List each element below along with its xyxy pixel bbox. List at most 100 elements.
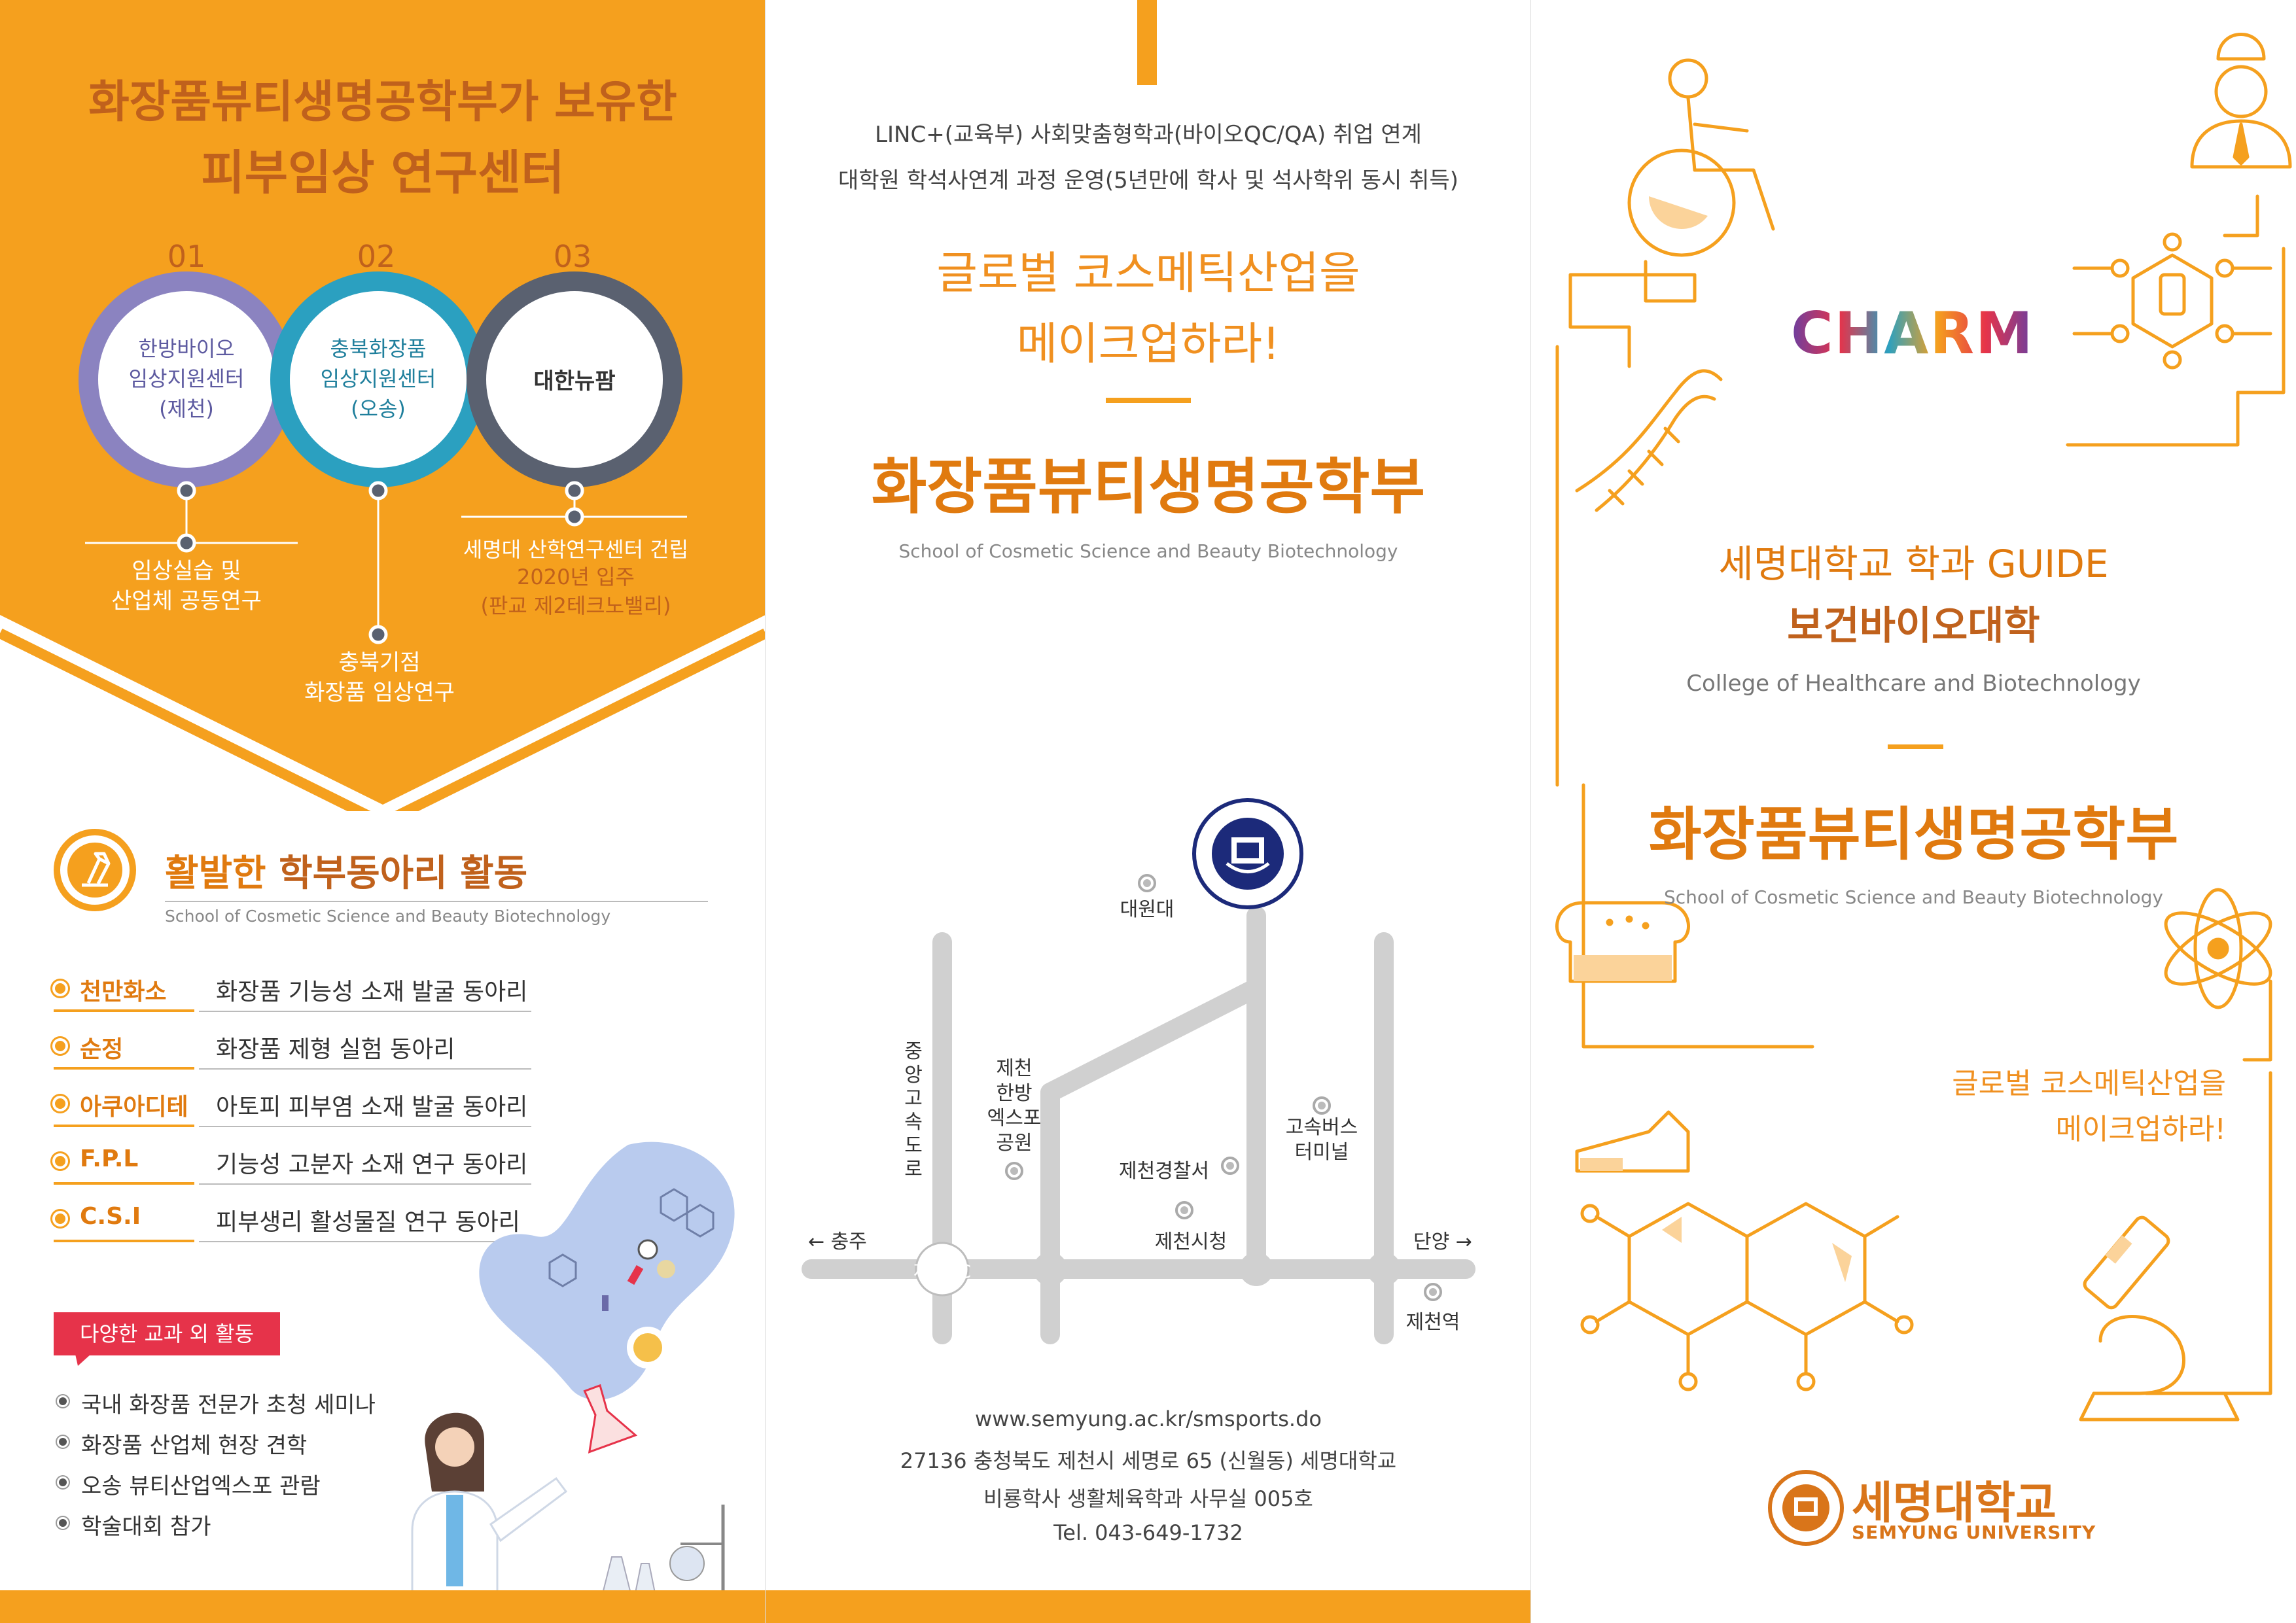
club-underline-accent <box>54 1067 194 1070</box>
center-number-02: 02 <box>357 239 396 274</box>
map-label-bus-terminal: 고속버스 터미널 <box>1285 1116 1358 1164</box>
club-title-accent: 활발한 <box>165 852 266 895</box>
activity-text: 오송 뷰티산업엑스포 관람 <box>81 1473 321 1499</box>
research-centers-diagram <box>79 271 687 644</box>
club-row: 천만화소 화장품 기능성 소재 발굴 동아리 <box>54 971 531 1029</box>
club-name: 천만화소 <box>80 979 167 1005</box>
telephone: Tel. 043-649-1732 <box>1053 1520 1243 1545</box>
club-underline <box>199 1126 531 1127</box>
slogan-line2: 메이크업하라! <box>1016 319 1280 370</box>
map-label-station: 제천역 <box>1405 1311 1460 1334</box>
list-item: 국내 화장품 전문가 초청 세미나 <box>54 1387 420 1427</box>
slogan-line2: 메이크업하라! <box>2055 1113 2226 1146</box>
label-move-in-2020: 2020년 입주 (판교 제2테크노밸리) <box>480 565 671 618</box>
club-name: 순정 <box>80 1036 124 1063</box>
list-item: 오송 뷰티산업엑스포 관람 <box>54 1468 420 1509</box>
sneaker-icon <box>1575 1110 1690 1173</box>
map-label-chungju: ← 충주 <box>808 1230 867 1253</box>
slogan-line1: 글로벌 코스메틱산업을 <box>936 248 1360 300</box>
university-logo-en: SEMYUNG UNIVERSITY <box>1852 1522 2096 1543</box>
charm-logo-text: CHARM <box>1791 300 2034 367</box>
club-desc: 아토피 피부염 소재 발굴 동아리 <box>216 1094 528 1121</box>
dept-subtitle: School of Cosmetic Science and Beauty Bi… <box>898 540 1398 562</box>
dept-title: 화장품뷰티생명공학부 <box>871 452 1426 522</box>
list-item: 화장품 산업체 현장 견학 <box>54 1427 420 1468</box>
center-name-03: 대한뉴팜 <box>533 368 616 394</box>
scientist-illustration <box>411 1142 735 1596</box>
atom-icon <box>2164 888 2272 1009</box>
address-line: 27136 충청북도 제천시 세명로 65 (신월동) 세명대학교 <box>900 1448 1397 1473</box>
dna-icon <box>1575 369 1723 512</box>
club-underline <box>199 1241 531 1242</box>
club-title: 활발한 학부동아리 활동 <box>165 844 527 897</box>
research-title-line2: 피부임상 연구센터 <box>201 145 565 200</box>
bullet-icon <box>59 1519 67 1527</box>
college-title: 보건바이오대학 <box>1787 603 2040 649</box>
club-underline <box>199 1183 531 1185</box>
club-subtitle: School of Cosmetic Science and Beauty Bi… <box>165 907 611 926</box>
label-research-building: 세명대 산학연구센터 건립 <box>463 537 689 562</box>
pen-icon <box>54 829 136 911</box>
university-seal-icon <box>1192 798 1303 909</box>
university-logo-kr: 세명대학교 <box>1852 1478 2057 1529</box>
club-underline-accent <box>54 1009 194 1012</box>
club-desc: 화장품 제형 실험 동아리 <box>216 1036 455 1063</box>
club-title-divider <box>165 901 708 902</box>
top-tab <box>1137 0 1157 85</box>
hexagon-chain-icon <box>1580 1202 1914 1391</box>
website-url[interactable]: www.semyung.ac.kr/smsports.do <box>975 1406 1322 1431</box>
wheelchair-icon <box>1627 58 1775 257</box>
activity-text: 국내 화장품 전문가 초청 세미나 <box>81 1392 376 1418</box>
club-row: C.S.I 피부생리 활성물질 연구 동아리 <box>54 1202 531 1259</box>
left-panel: 화장품뷰티생명공학부가 보유한 피부임상 연구센터 01 02 03 한방바이오… <box>0 0 766 1623</box>
research-title-line1: 화장품뷰티생명공학부가 보유한 <box>88 77 677 128</box>
graduate-line: 대학원 학석사연계 과정 운영(5년만에 학사 및 석사학위 동시 취득) <box>838 167 1458 194</box>
map-label-central-expressway: 중앙고속도로 <box>904 1040 923 1181</box>
club-underline-accent <box>54 1240 194 1242</box>
right-panel: CHARM 세명대학교 학과 GUIDE 보건바이오대학 College of … <box>1531 0 2296 1623</box>
guide-title: 세명대학교 학과 GUIDE <box>1718 542 2109 586</box>
bullet-icon <box>55 1156 65 1166</box>
bullet-icon <box>55 983 65 994</box>
ring-center-03 <box>467 271 682 487</box>
college-subtitle: College of Healthcare and Biotechnology <box>1686 671 2141 697</box>
club-underline-accent <box>54 1125 194 1127</box>
molecule-network-icon <box>2072 232 2272 370</box>
club-name: F.P.L <box>80 1145 139 1172</box>
bottom-bar <box>766 1590 1531 1623</box>
label-clinical-practice: 임상실습 및 산업체 공동연구 <box>111 558 262 614</box>
office-line: 비룡학사 생활체육학과 사무실 005호 <box>983 1486 1313 1511</box>
map-label-ic: 제천 IC <box>913 1261 972 1282</box>
bullet-icon <box>55 1098 65 1109</box>
bread-icon <box>1555 901 1690 983</box>
club-underline <box>199 1068 531 1070</box>
divider <box>1888 744 1943 749</box>
center-name-02: 충북화장품 임상지원센터 (오송) <box>320 336 436 421</box>
map-label-daewon: 대원대 <box>1120 898 1174 921</box>
bullet-icon <box>59 1397 67 1405</box>
activity-text: 학술대회 참가 <box>81 1514 211 1540</box>
university-emblem-icon <box>1768 1470 1844 1546</box>
club-row: 아쿠아디테 아토피 피부염 소재 발굴 동아리 <box>54 1087 531 1144</box>
bottom-bar <box>0 1590 766 1623</box>
activity-text: 화장품 산업체 현장 견학 <box>81 1433 308 1459</box>
club-row: 순정 화장품 제형 실험 동아리 <box>54 1029 531 1087</box>
nurse-icon <box>2190 33 2292 169</box>
bullet-icon <box>55 1213 65 1224</box>
club-desc: 화장품 기능성 소재 발굴 동아리 <box>216 979 528 1005</box>
center-number-01: 01 <box>167 239 206 274</box>
club-name: C.S.I <box>80 1203 141 1230</box>
line-art-background <box>1555 33 2292 1422</box>
badge-pointer <box>75 1354 91 1366</box>
linc-line: LINC+(교육부) 사회맞춤형학과(바이오QC/QA) 취업 연계 <box>875 122 1422 148</box>
bullet-icon <box>55 1041 65 1051</box>
club-title-main: 학부동아리 활동 <box>279 852 528 895</box>
charm-logo: CHARM <box>1791 300 2034 367</box>
activities-list: 국내 화장품 전문가 초청 세미나 화장품 산업체 현장 견학 오송 뷰티산업엑… <box>54 1387 420 1549</box>
campus-map <box>802 798 1475 1344</box>
map-label-cityhall: 제천시청 <box>1154 1230 1227 1253</box>
activities-badge: 다양한 교과 외 활동 <box>54 1312 280 1355</box>
dept-subtitle: School of Cosmetic Science and Beauty Bi… <box>1664 886 2163 908</box>
club-desc: 피부생리 활성물질 연구 동아리 <box>216 1209 520 1236</box>
center-number-03: 03 <box>553 239 592 274</box>
